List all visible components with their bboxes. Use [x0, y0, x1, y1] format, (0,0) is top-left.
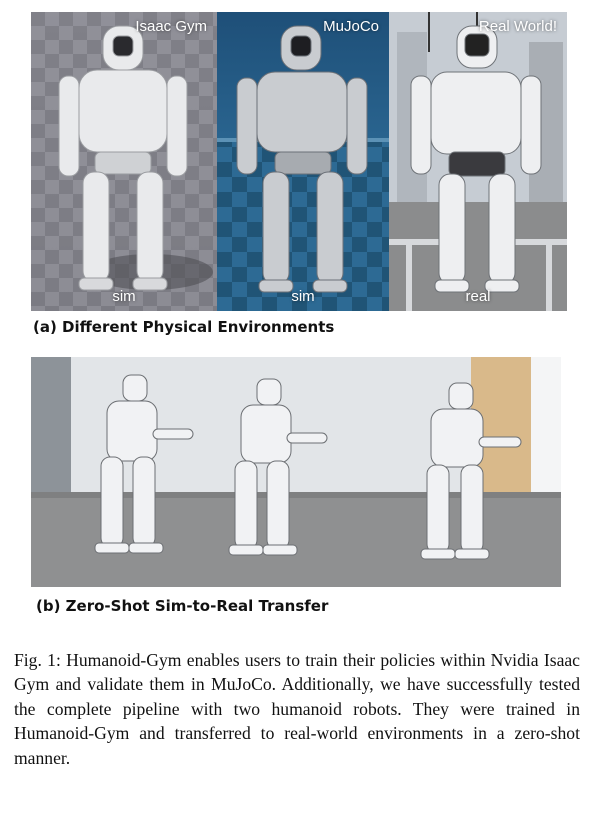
mujoco-scene — [217, 25, 389, 311]
env-label-real-world: Real World! — [478, 18, 557, 35]
env-label-mujoco: MuJoCo — [323, 18, 379, 35]
subcaption-b: (b) Zero-Shot Sim-to-Real Transfer — [36, 597, 329, 615]
robot-group — [94, 374, 522, 560]
zero-shot-transfer-scene — [31, 357, 561, 587]
figure-caption: Fig. 1: Humanoid-Gym enables users to tr… — [14, 650, 580, 768]
isaac-gym-scene — [31, 12, 217, 311]
mujoco-tile: MuJoCo sim — [217, 12, 389, 311]
bottom-label-sim-isaac: sim — [112, 288, 136, 305]
bottom-label-real: real — [465, 288, 491, 305]
env-label-isaac-gym: Isaac Gym — [135, 18, 207, 35]
isaac-gym-tile: Isaac Gym sim — [31, 12, 217, 311]
panel-a-image-strip: Isaac Gym sim — [31, 12, 567, 311]
real-world-tile: Real World! real — [389, 12, 567, 311]
panel-b-photo — [31, 357, 561, 587]
real-world-scene — [389, 12, 567, 311]
bottom-label-sim-mujoco: sim — [291, 288, 315, 305]
subcaption-a: (a) Different Physical Environments — [33, 318, 335, 336]
